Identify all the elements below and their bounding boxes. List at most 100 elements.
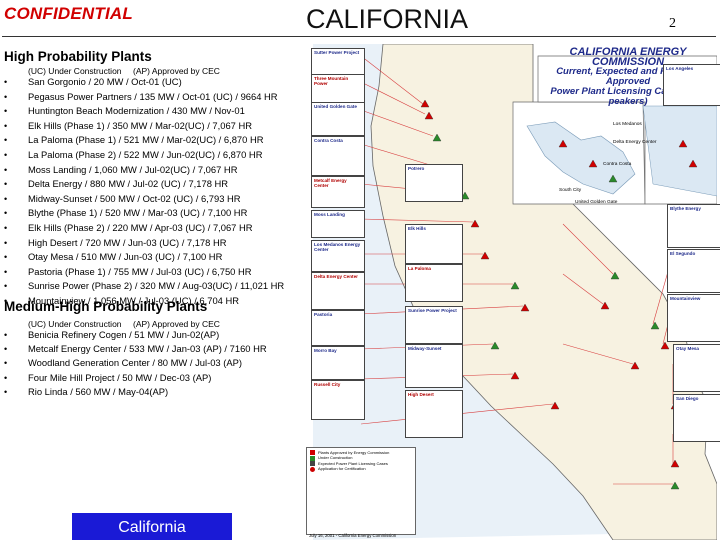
plant-box-label: Sutter Power Project xyxy=(314,50,360,55)
high-item: Huntington Beach Modernization / 430 MW … xyxy=(4,104,284,119)
plant-box: Pastoria xyxy=(311,310,365,346)
plant-box: Sunrise Power Project xyxy=(405,306,463,344)
city-label: South City xyxy=(559,188,582,193)
plant-box-label: Russell City xyxy=(314,382,341,387)
map-title-line1: CALIFORNIA ENERGY COMMISSION xyxy=(569,46,687,68)
plant-box-label: Blythe Energy xyxy=(670,206,701,211)
plant-box: Contra Costa xyxy=(311,136,365,176)
medium-uc-column-label: (UC) Under Construction xyxy=(28,319,122,329)
high-item: La Paloma (Phase 1) / 521 MW / Mar-02(UC… xyxy=(4,133,284,148)
plant-box-label: Elk Hills xyxy=(408,226,426,231)
plant-box-label: Three Mountain Power xyxy=(314,76,349,86)
plant-box-label: Metcalf Energy Center xyxy=(314,178,347,188)
california-energy-map: CALIFORNIA ENERGY COMMISSION Current, Ex… xyxy=(306,44,720,540)
plant-box: Delta Energy Center xyxy=(311,272,365,310)
legend-uc: Under Construction xyxy=(318,455,353,461)
medium-high-heading: Medium-High Probability Plants xyxy=(4,299,208,314)
legend-approved-swatch xyxy=(310,450,315,456)
plant-box: Midway-Sunset xyxy=(405,344,463,388)
plant-box: Los Medanos Energy Center xyxy=(311,240,365,272)
plant-box: Three Mountain Power xyxy=(311,74,365,104)
plant-box: Otay Mesa xyxy=(673,344,720,392)
plant-marker xyxy=(510,281,520,290)
plant-marker xyxy=(490,341,500,350)
high-item: Mountainview / 1,056 MW / Jul-03 (UC) / … xyxy=(4,294,284,309)
plant-box-label: El Segundo xyxy=(670,251,696,256)
plant-marker xyxy=(510,371,520,380)
plant-marker xyxy=(558,139,568,148)
plant-box: Potrero xyxy=(405,164,463,202)
la-coast-water xyxy=(642,105,717,197)
city-label: Los Medanos xyxy=(613,122,642,127)
plant-marker xyxy=(588,159,598,168)
legend-approved: Plants Approved by Energy Commission xyxy=(318,450,390,455)
map-title: CALIFORNIA ENERGY COMMISSION Current, Ex… xyxy=(538,47,718,107)
map-date-note: July 16, 2001 - California Energy Commis… xyxy=(309,533,397,538)
high-item: Delta Energy / 880 MW / Jul-02 (UC) / 7,… xyxy=(4,177,284,192)
legend-expected-swatch xyxy=(310,461,315,467)
medium-item: Four Mile Hill Project / 50 MW / Dec-03 … xyxy=(4,371,267,385)
plant-marker xyxy=(650,321,660,330)
plant-box: San Diego xyxy=(673,394,720,442)
high-item: Pegasus Power Partners / 135 MW / Oct-01… xyxy=(4,90,284,105)
plant-box: Metcalf Energy Center xyxy=(311,176,365,208)
plant-box-label: Potrero xyxy=(408,166,425,171)
plant-marker xyxy=(460,191,470,200)
high-item: High Desert / 720 MW / Jun-03 (UC) / 7,1… xyxy=(4,236,284,251)
confidential-label: CONFIDENTIAL xyxy=(4,4,133,23)
map-title-line3: Power Plant Licensing Cases (non peakers… xyxy=(550,86,706,107)
plant-box-label: Moss Landing xyxy=(314,212,345,217)
plant-box-label: Contra Costa xyxy=(314,138,343,143)
city-label: Contra Costa xyxy=(603,162,632,167)
plant-box-label: Midway-Sunset xyxy=(408,346,442,351)
plant-box-label: Los Angeles xyxy=(666,66,694,71)
plant-box-label: Delta Energy Center xyxy=(314,274,358,279)
legend-uc-swatch xyxy=(310,455,315,461)
high-item: Otay Mesa / 510 MW / Jun-03 (UC) / 7,100… xyxy=(4,250,284,265)
high-ap-column-label: (AP) Approved by CEC xyxy=(133,66,220,76)
plant-box: Moss Landing xyxy=(311,210,365,238)
medium-item: Metcalf Energy Center / 533 MW / Jan-03 … xyxy=(4,342,267,356)
plant-box-label: Mountainview xyxy=(670,296,701,301)
plant-box-label: Otay Mesa xyxy=(676,346,699,351)
footer-california-bar: California xyxy=(72,513,232,540)
plant-box-label: Morro Bay xyxy=(314,348,337,353)
plant-box-label: United Golden Gate xyxy=(314,104,357,109)
city-label: Delta Energy Center xyxy=(613,140,657,145)
high-item: Elk Hills (Phase 2) / 220 MW / Apr-03 (U… xyxy=(4,221,284,236)
plant-marker xyxy=(630,361,640,370)
high-item: La Paloma (Phase 2) / 522 MW / Jun-02(UC… xyxy=(4,148,284,163)
plant-marker xyxy=(550,401,560,410)
plant-box: Morro Bay xyxy=(311,346,365,380)
plant-marker xyxy=(670,481,680,490)
plant-box: Elk Hills xyxy=(405,224,463,264)
plant-marker xyxy=(600,301,610,310)
high-probability-list: San Gorgonio / 20 MW / Oct-01 (UC)Pegasu… xyxy=(4,75,284,309)
plant-box: Russell City xyxy=(311,380,365,420)
plant-marker xyxy=(432,133,442,142)
legend-afc-swatch xyxy=(310,466,315,472)
high-uc-column-label: (UC) Under Construction xyxy=(28,66,122,76)
map-legend: Plants Approved by Energy Commission Und… xyxy=(306,447,416,535)
plant-box: Los Angeles xyxy=(663,64,720,106)
plant-marker xyxy=(678,139,688,148)
plant-marker xyxy=(610,271,620,280)
legend-expected: Expected Power Plant Licensing Cases xyxy=(318,460,388,466)
plant-marker xyxy=(420,99,430,108)
header-rule xyxy=(2,36,716,37)
high-item: San Gorgonio / 20 MW / Oct-01 (UC) xyxy=(4,75,284,90)
plant-marker xyxy=(660,341,670,350)
plant-box: Mountainview xyxy=(667,294,720,342)
plant-marker xyxy=(470,219,480,228)
plant-marker xyxy=(608,174,618,183)
bay-water xyxy=(526,121,636,195)
map-title-line2: Current, Expected and Recently Approved xyxy=(556,66,700,87)
medium-ap-column-label: (AP) Approved by CEC xyxy=(133,319,220,329)
page-number: 2 xyxy=(669,16,676,31)
plant-box: High Desert xyxy=(405,390,463,438)
plant-box: United Golden Gate xyxy=(311,102,365,136)
plant-marker xyxy=(670,459,680,468)
plant-box-label: Sunrise Power Project xyxy=(408,308,457,313)
page-title: CALIFORNIA xyxy=(306,4,469,34)
city-label: United Golden Gate xyxy=(575,200,618,205)
